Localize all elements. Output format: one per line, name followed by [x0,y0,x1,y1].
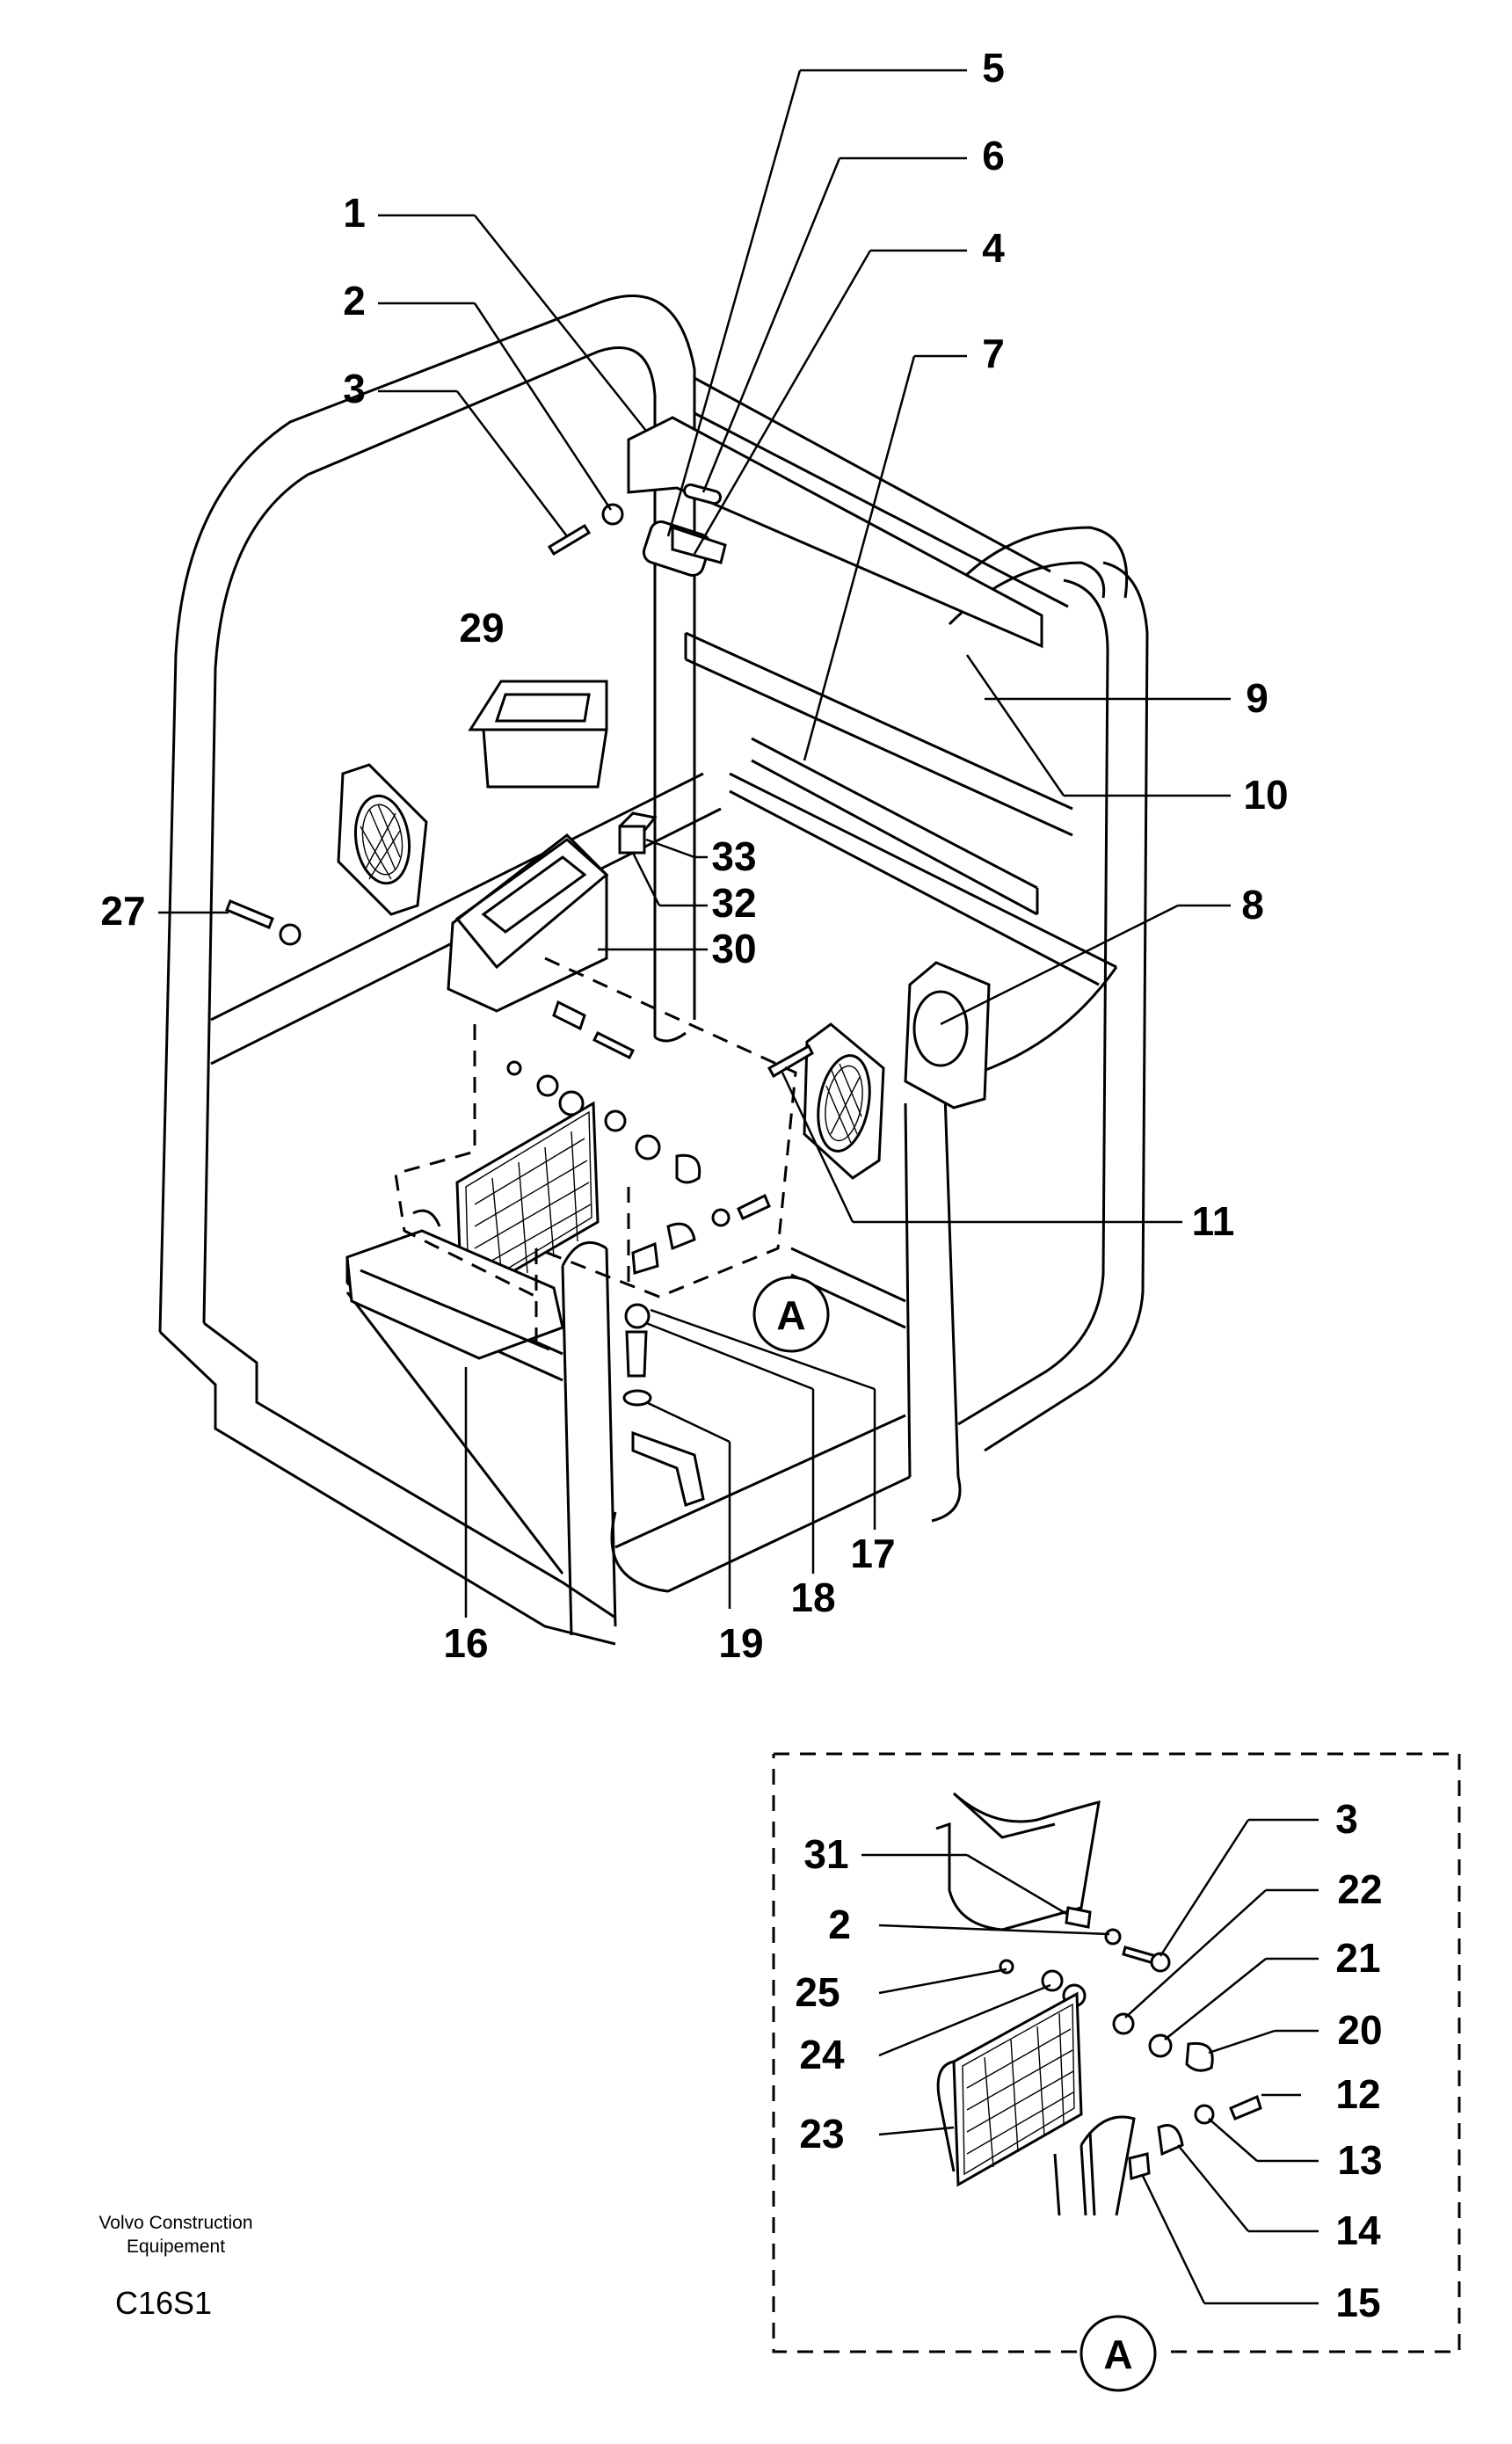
detail-callout-20: 20 [1337,2007,1382,2053]
detail-a-marker: A [1103,2331,1132,2377]
detail-callout-21: 21 [1335,1935,1380,1981]
detail-view-a: A [772,1752,1461,2392]
part-27-bolt [225,899,274,929]
callout-18: 18 [790,1575,835,1620]
part-2-washer [601,503,624,526]
detail-callout-24: 24 [799,2032,845,2077]
part-30-box [447,833,609,1013]
detail-callout-3: 3 [1335,1796,1358,1842]
leader-lines [158,69,1231,1618]
detail-a-marker-circle [1079,2315,1157,2392]
section-a-marker: A [776,1292,805,1338]
callout-33: 33 [711,833,756,879]
part-3-bolt [547,523,592,556]
callout-29: 29 [459,605,504,651]
main-callouts: 1 2 3 5 6 4 7 29 9 10 33 32 30 27 8 11 A… [100,45,1288,1666]
dashed-guides [394,957,797,1341]
callout-5: 5 [982,45,1005,91]
parts-main [225,416,1043,1507]
detail-callout-25: 25 [795,1969,840,2015]
callout-17: 17 [850,1531,895,1576]
callout-32: 32 [711,880,756,926]
drawing-code: C16S1 [115,2285,212,2321]
detail-callout-13: 13 [1337,2137,1382,2183]
detail-callout-31: 31 [803,1831,848,1877]
callout-3: 3 [343,366,366,411]
part-27-washer [279,923,302,946]
callout-19: 19 [718,1620,763,1666]
part-32-clip [618,825,646,855]
section-a-marker-circle [752,1276,830,1353]
callout-27: 27 [100,888,145,934]
footer: Volvo Construction Equipement C16S1 [98,2213,252,2321]
callout-10: 10 [1243,772,1288,818]
part-16-bracket [345,1209,564,1360]
callout-6: 6 [982,133,1005,178]
callout-9: 9 [1246,675,1268,721]
detail-callout-23: 23 [799,2111,844,2157]
part-8-duct [904,961,991,1109]
callout-16: 16 [443,1620,488,1666]
right-fan [803,1022,885,1180]
detail-callout-22: 22 [1337,1866,1382,1912]
company-line-2: Equipement [127,2237,225,2257]
callout-1: 1 [343,190,366,236]
hardware-a-main [506,1000,771,1507]
callout-7: 7 [982,331,1005,376]
callout-11: 11 [1192,1198,1235,1244]
callout-30: 30 [711,926,756,971]
left-fan [337,763,428,916]
part-1-bracket [627,416,1043,649]
detail-callout-14: 14 [1335,2208,1381,2253]
callout-8: 8 [1241,882,1264,927]
callout-4: 4 [982,225,1005,271]
detail-callout-2: 2 [828,1902,851,1947]
detail-callout-12: 12 [1335,2071,1380,2117]
callout-2: 2 [343,278,366,324]
company-line-1: Volvo Construction [98,2213,252,2233]
detail-callout-15: 15 [1335,2280,1380,2325]
